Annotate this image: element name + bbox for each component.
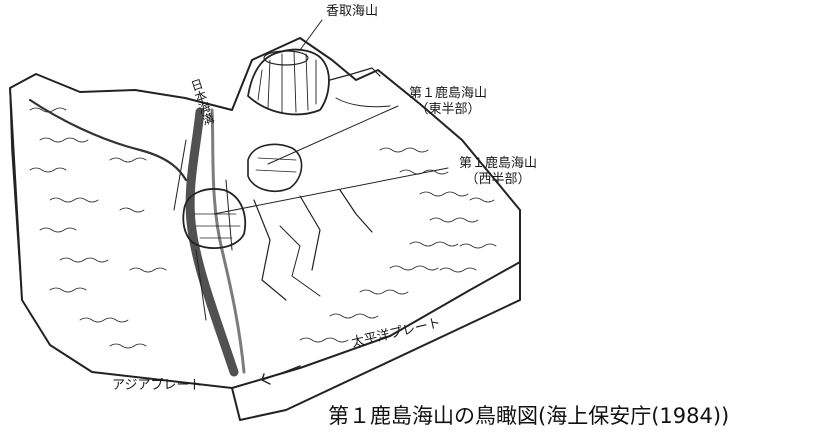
figure-caption: 第１鹿島海山の鳥瞰図(海上保安庁(1984)) [328, 404, 730, 428]
japan-trench [185, 107, 239, 377]
label-kashima-west: 第１鹿島海山 （西半部） [446, 156, 550, 188]
katori-seamount [247, 48, 330, 116]
block-left-face [9, 87, 23, 301]
leader-east [267, 105, 399, 165]
label-kashima-east-line1: 第１鹿島海山 [408, 86, 487, 101]
label-katori-seamount: 香取海山 [326, 4, 379, 19]
label-kashima-east-line2: （東半部） [415, 102, 481, 117]
label-kashima-west-line2: （西半部） [465, 172, 531, 187]
kashima-west-seamount [182, 188, 246, 249]
block-top-outline [9, 37, 521, 389]
label-kashima-east: 第１鹿島海山 （東半部） [396, 86, 500, 118]
block-front-face [231, 261, 521, 421]
label-kashima-west-line1: 第１鹿島海山 [458, 156, 537, 171]
leader-west [213, 167, 449, 215]
label-asia-plate: アジアプレート [112, 378, 203, 393]
leader-katori [299, 19, 323, 51]
plate-motion-arrow [261, 365, 301, 385]
kashima-east-seamount [247, 143, 303, 192]
